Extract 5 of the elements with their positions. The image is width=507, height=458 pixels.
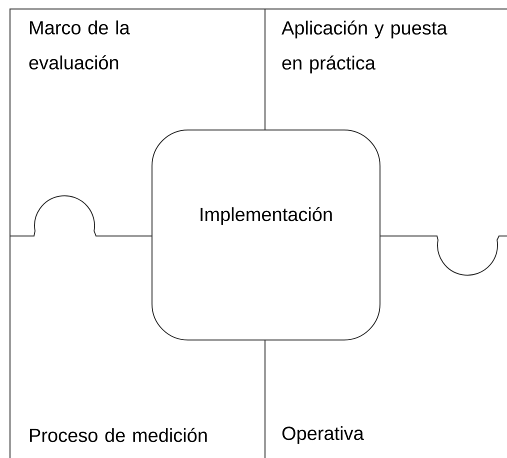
piece-label: Proceso de medición <box>30 428 207 442</box>
piece-label: Operativa <box>282 426 364 444</box>
piece-label: Aplicación y puesta en práctica <box>282 20 448 74</box>
puzzle-piece: Implementación <box>152 130 380 340</box>
piece-label: Marco de la evaluación <box>29 20 130 70</box>
